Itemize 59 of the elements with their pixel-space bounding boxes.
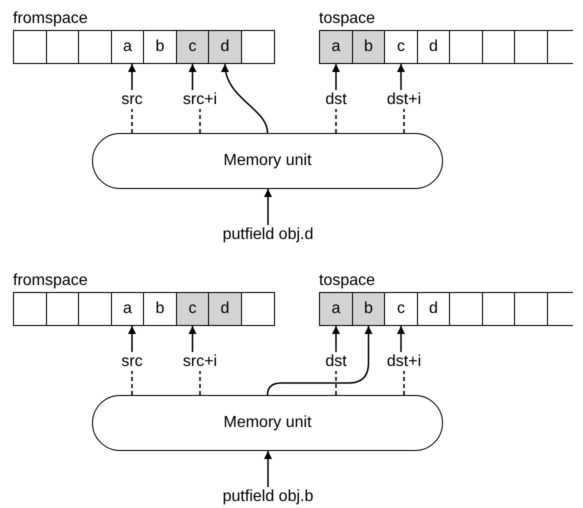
memory-unit-box: Memory unit	[92, 133, 443, 189]
arrow	[188, 326, 196, 352]
array-title: tospace	[319, 271, 376, 291]
memory-cell: a	[110, 292, 144, 326]
dashed-line	[199, 371, 201, 395]
array-title: tospace	[319, 9, 376, 29]
arrow	[264, 189, 272, 225]
memory-cell	[78, 30, 112, 64]
memory-cell: c	[384, 292, 418, 326]
memory-cell	[514, 292, 548, 326]
memory-cell: d	[416, 30, 450, 64]
memory-cell: c	[384, 30, 418, 64]
dashed-line	[131, 371, 133, 395]
memory-cell: c	[176, 292, 210, 326]
instruction-label: putfield obj.d	[222, 225, 314, 244]
memory-cell: a	[319, 30, 353, 64]
memory-cell: a	[319, 292, 353, 326]
memory-cell	[240, 30, 274, 64]
arrow	[397, 326, 405, 352]
memory-cell: b	[352, 30, 386, 64]
arrow	[397, 64, 405, 90]
array-title: fromspace	[13, 271, 88, 291]
memory-cell	[482, 30, 516, 64]
array-title: fromspace	[13, 9, 88, 29]
instruction-label: putfield obj.b	[222, 487, 314, 506]
dashed-line	[199, 109, 201, 133]
memory-cell	[78, 292, 112, 326]
arrow	[222, 64, 268, 134]
memory-cell	[514, 30, 548, 64]
memory-unit-box: Memory unit	[92, 395, 443, 451]
memory-cell: b	[352, 292, 386, 326]
memory-cell	[482, 292, 516, 326]
dashed-line	[335, 109, 337, 133]
dashed-line	[131, 109, 133, 133]
memory-cell	[546, 30, 572, 64]
arrow	[188, 64, 196, 90]
memory-cell	[13, 292, 47, 326]
memory-cell	[240, 292, 274, 326]
arrow	[128, 64, 136, 90]
memory-cell: c	[176, 30, 210, 64]
arrow	[128, 326, 136, 352]
memory-cell: a	[110, 30, 144, 64]
memory-cell: d	[416, 292, 450, 326]
memory-cell: d	[208, 30, 242, 64]
memory-cell	[449, 30, 483, 64]
dashed-line	[403, 109, 405, 133]
dashed-line	[335, 371, 337, 395]
memory-cell	[13, 30, 47, 64]
memory-cell	[46, 30, 80, 64]
memory-cell	[46, 292, 80, 326]
memory-cell	[449, 292, 483, 326]
memory-cell	[546, 292, 572, 326]
arrow	[332, 326, 340, 352]
memory-cell: b	[143, 30, 177, 64]
memory-cell: d	[208, 292, 242, 326]
arrow	[264, 451, 272, 487]
arrow	[332, 64, 340, 90]
dashed-line	[403, 371, 405, 395]
memory-cell: b	[143, 292, 177, 326]
